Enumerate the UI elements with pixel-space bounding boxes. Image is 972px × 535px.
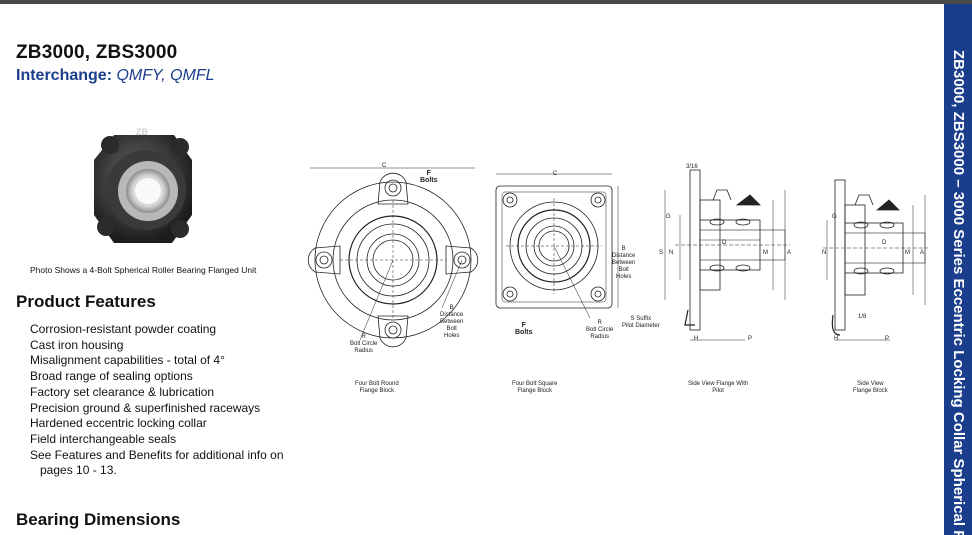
side-label-a: A (920, 250, 925, 256)
round-flange-diagram (307, 167, 479, 348)
photo-logo: ZB (136, 127, 148, 137)
side-pilot-diagram (664, 169, 790, 341)
side-view-diagram (823, 179, 928, 341)
feature-item: Cast iron housing (30, 337, 124, 352)
pilot-label-h: H (694, 336, 699, 342)
round-label-c: C (382, 163, 387, 169)
top-rule (0, 0, 972, 4)
page-title: ZB3000, ZBS3000 (16, 42, 178, 63)
pilot-label-g: G (666, 214, 671, 220)
pilot-label-s: S (659, 250, 664, 256)
side-label-p: P (885, 336, 890, 342)
side-label-n: N (822, 250, 827, 256)
feature-item: Factory set clearance & lubrication (30, 384, 215, 399)
pilot-label-a: A (787, 250, 792, 256)
side-label-eighth: 1/8 (858, 314, 867, 320)
feature-item: Hardened eccentric locking collar (30, 416, 207, 431)
square-flange-diagram (495, 173, 619, 318)
feature-item: Broad range of sealing options (30, 369, 193, 384)
feature-item: Field interchangeable seals (30, 431, 177, 446)
side-label-h: H (834, 336, 839, 342)
feature-item: See Features and Benefits for additional… (30, 447, 284, 462)
feature-item: Misalignment capabilities - total of 4° (30, 353, 225, 368)
features-heading: Product Features (16, 292, 156, 311)
bearing-photo: ZB (94, 127, 192, 243)
side-label-d: D (882, 240, 887, 246)
pilot-label-d: D (722, 240, 727, 246)
side-label-m: M (905, 250, 910, 256)
interchange-value: QMFY, QMFL (116, 67, 215, 84)
pilot-label-m: M (763, 250, 768, 256)
pilot-label-p: P (748, 336, 753, 342)
pilot-label-n: N (669, 250, 674, 256)
square-label-c: C (553, 171, 558, 177)
interchange-line: Interchange: QMFY, QMFL (16, 67, 215, 85)
features-list: Corrosion-resistant powder coating Cast … (30, 322, 284, 479)
sidebar-tab: ZB3000, ZBS3000 – 3000 Series Eccentric … (944, 4, 972, 535)
interchange-label: Interchange: (16, 67, 113, 84)
photo-caption: Photo Shows a 4-Bolt Spherical Roller Be… (30, 265, 257, 275)
feature-item: Corrosion-resistant powder coating (30, 322, 217, 336)
feature-item: pages 10 - 13. (40, 463, 117, 478)
side-label-g: G (832, 214, 837, 220)
pilot-label-top: 3/16 (686, 164, 698, 170)
dimensions-heading: Bearing Dimensions (16, 510, 181, 529)
sidebar-title: ZB3000, ZBS3000 – 3000 Series Eccentric … (950, 50, 967, 535)
feature-item: Precision ground & superfinished raceway… (30, 400, 261, 415)
